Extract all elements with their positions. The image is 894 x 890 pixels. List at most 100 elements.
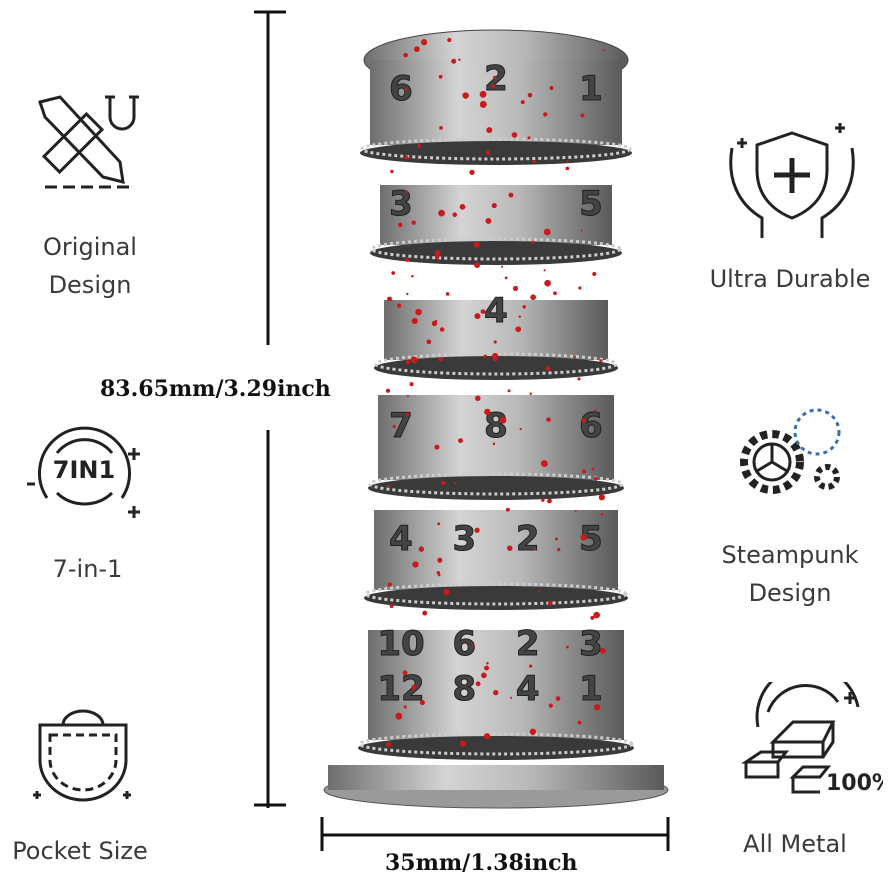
paint-splatter xyxy=(472,644,475,647)
label-line: Pocket Size xyxy=(12,837,148,865)
paint-splatter xyxy=(577,720,582,725)
tower-ring-beads xyxy=(360,137,632,161)
paint-splatter xyxy=(474,527,480,533)
metal-bars-icon: 100% xyxy=(741,682,883,796)
paint-splatter xyxy=(566,160,569,163)
feature-label-ultra-durable: Ultra Durable xyxy=(690,260,890,298)
paint-splatter xyxy=(594,409,597,412)
paint-splatter xyxy=(543,228,551,236)
paint-splatter xyxy=(422,610,428,616)
tower-tier xyxy=(384,300,608,360)
paint-splatter xyxy=(405,360,410,365)
label-line: Steampunk xyxy=(721,541,859,569)
paint-splatter xyxy=(505,507,510,512)
paint-splatter xyxy=(421,39,428,46)
paint-splatter xyxy=(410,356,418,364)
paint-splatter xyxy=(439,327,445,332)
paint-splatter xyxy=(518,315,522,318)
die-number: 8 xyxy=(452,669,476,709)
die-number: 3 xyxy=(452,519,476,559)
tower-ring-beads xyxy=(374,352,618,376)
paint-splatter xyxy=(546,417,551,422)
paint-splatter xyxy=(415,308,422,316)
paint-splatter xyxy=(485,218,492,224)
paint-splatter xyxy=(491,84,496,89)
paint-splatter xyxy=(474,261,481,268)
seven-in-one-badge-icon: 7IN1 xyxy=(27,426,140,518)
feature-label-steampunk-design: Steampunk Design xyxy=(690,536,890,612)
paint-splatter xyxy=(592,271,597,277)
paint-splatter xyxy=(404,155,409,160)
paint-splatter xyxy=(540,460,548,467)
paint-splatter xyxy=(475,681,481,687)
paint-splatter xyxy=(484,665,490,671)
feature-label-all-metal: All Metal xyxy=(710,825,880,863)
paint-splatter xyxy=(458,438,463,444)
paint-splatter xyxy=(593,476,598,481)
paint-splatter xyxy=(418,546,425,552)
paint-splatter xyxy=(434,250,441,257)
width-dimension-line xyxy=(320,817,670,851)
die-number: 10 xyxy=(377,624,424,664)
paint-splatter xyxy=(598,494,605,501)
paint-splatter xyxy=(389,603,394,609)
paint-splatter xyxy=(402,670,408,676)
paint-splatter xyxy=(543,269,546,272)
paint-splatter xyxy=(527,136,531,140)
paint-splatter xyxy=(532,159,536,163)
paint-splatter xyxy=(398,222,403,228)
height-dimension-line xyxy=(254,10,286,808)
tower-tier xyxy=(370,60,622,145)
label-line: 7-in-1 xyxy=(52,555,123,583)
width-dimension-label: 35mm/1.38inch xyxy=(385,850,578,876)
paint-splatter xyxy=(544,279,551,287)
paint-splatter xyxy=(522,305,526,309)
die-number: 4 xyxy=(516,669,540,709)
tower-ring xyxy=(364,586,628,610)
tower-ring xyxy=(360,141,632,165)
paint-splatter xyxy=(441,480,446,486)
paint-splatter xyxy=(392,424,396,429)
paint-splatter xyxy=(486,127,493,134)
paint-splatter xyxy=(547,498,552,504)
paint-splatter xyxy=(599,359,603,363)
paint-splatter xyxy=(462,92,469,99)
die-number: 6 xyxy=(452,624,476,664)
paint-splatter xyxy=(492,442,496,446)
paint-splatter xyxy=(483,733,491,740)
label-line: Design xyxy=(48,271,132,299)
paint-splatter xyxy=(520,100,525,105)
paint-splatter xyxy=(599,647,606,654)
tower-tier xyxy=(374,510,618,590)
paint-splatter xyxy=(459,204,466,210)
paint-splatter xyxy=(405,190,408,193)
paint-splatter xyxy=(475,395,481,402)
pencil-ruler-icon xyxy=(38,95,139,189)
paint-splatter xyxy=(538,590,541,593)
paint-splatter xyxy=(566,645,569,649)
paint-splatter xyxy=(483,354,488,358)
tower-ring-beads xyxy=(370,237,622,261)
paint-splatter xyxy=(387,582,392,587)
paint-splatter xyxy=(411,684,417,690)
paint-splatter xyxy=(479,90,487,98)
paint-splatter xyxy=(437,557,443,563)
paint-splatter xyxy=(473,241,480,248)
paint-splatter xyxy=(411,317,418,325)
paint-splatter xyxy=(404,257,410,262)
paint-splatter xyxy=(469,169,475,176)
paint-splatter xyxy=(553,291,557,296)
paint-splatter xyxy=(387,296,392,302)
die-number: 2 xyxy=(516,624,540,664)
paint-splatter xyxy=(581,418,586,423)
die-number: 6 xyxy=(579,406,603,446)
paint-splatter xyxy=(443,588,450,596)
paint-splatter xyxy=(556,547,561,552)
paint-splatter xyxy=(481,672,487,679)
paint-splatter xyxy=(414,46,420,53)
paint-splatter xyxy=(527,92,533,98)
paint-splatter xyxy=(412,561,419,568)
paint-splatter xyxy=(549,86,554,91)
